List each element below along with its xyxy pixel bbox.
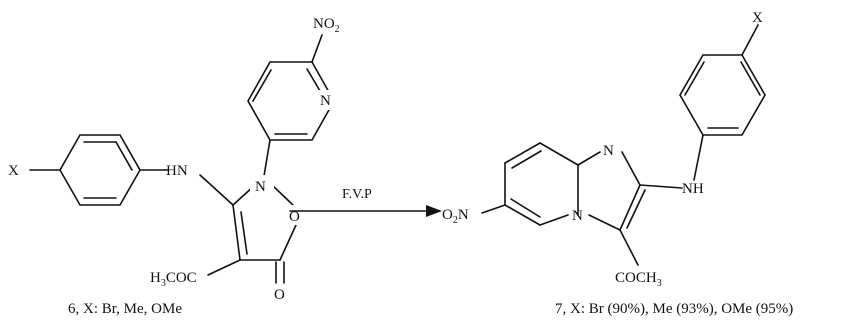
reaction-arrow (289, 205, 442, 217)
reactant-x-label: X (8, 163, 19, 179)
product-caption: 7, X: Br (90%), Me (93%), OMe (95%) (555, 301, 793, 317)
reactant-benzene-ring (59, 134, 141, 206)
product-nitro-label: O2N (442, 207, 469, 226)
product-ring-n-bridge-label: N (572, 208, 583, 224)
reactant-caption: 6, X: Br, Me, OMe (68, 301, 182, 317)
product-pyridine-ring (481, 142, 601, 226)
product-x-label: X (752, 10, 763, 26)
reactant-pyridine-n-label: N (320, 93, 331, 109)
product-acetyl-label: COCH3 (615, 270, 662, 289)
reactant-ring-n-label: N (255, 179, 266, 195)
reactant-structure: X HN N O O N NO2 H3COC (8, 16, 348, 303)
reactant-nh-label: HN (166, 163, 188, 179)
reactant-carbonyl-o-label: O (274, 287, 285, 303)
product-benzene-ring (679, 24, 766, 181)
product-ring-n-top-label: N (603, 143, 614, 159)
product-nh-label: NH (682, 181, 704, 197)
product-imidazole-ring (588, 151, 683, 266)
reactant-ester-label: H3COC (150, 270, 197, 289)
arrow-label: F.V.P (342, 187, 372, 202)
product-structure: N N NH X O2N COCH3 (442, 10, 766, 289)
reactant-nitro-label: NO2 (313, 16, 340, 35)
reactant-isoxazolone-ring (207, 184, 297, 284)
reactant-ring-o-label: O (289, 209, 300, 225)
